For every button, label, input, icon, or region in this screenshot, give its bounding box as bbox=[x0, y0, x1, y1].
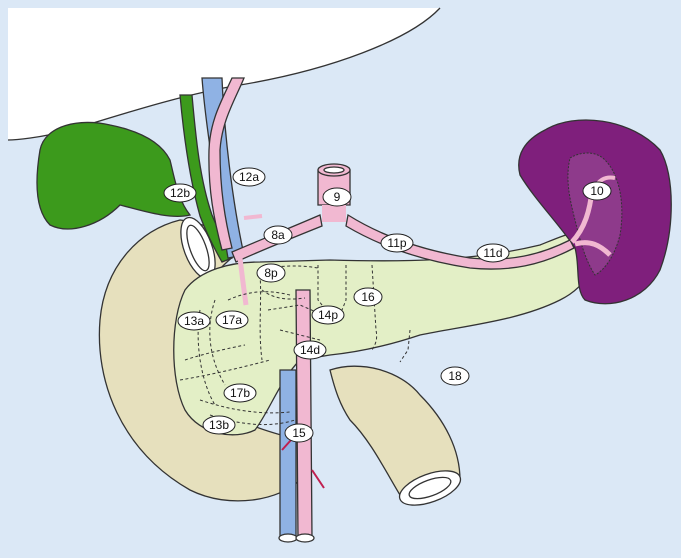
label-17a-text: 17a bbox=[222, 313, 242, 327]
sma-cut-end bbox=[296, 534, 314, 542]
label-11p-text: 11p bbox=[387, 236, 406, 250]
label-13a: 13a bbox=[178, 312, 210, 330]
label-12b: 12b bbox=[164, 184, 196, 202]
label-9-text: 9 bbox=[334, 190, 341, 204]
label-8p-text: 8p bbox=[264, 266, 278, 280]
label-18-text: 18 bbox=[448, 369, 462, 383]
label-9: 9 bbox=[323, 188, 351, 206]
label-16-text: 16 bbox=[361, 290, 375, 304]
label-8a: 8a bbox=[264, 226, 292, 244]
label-14p: 14p bbox=[312, 306, 344, 324]
label-14d: 14d bbox=[294, 341, 326, 359]
label-17a: 17a bbox=[216, 311, 248, 329]
label-15-text: 15 bbox=[292, 426, 306, 440]
label-13b-text: 13b bbox=[209, 418, 229, 432]
label-13b: 13b bbox=[203, 416, 235, 434]
label-8a-text: 8a bbox=[271, 228, 285, 242]
right-gastric-branch bbox=[244, 216, 262, 218]
sma-branch-2 bbox=[312, 470, 324, 488]
label-17b-text: 17b bbox=[230, 386, 250, 400]
label-13a-text: 13a bbox=[184, 314, 204, 328]
label-18: 18 bbox=[441, 367, 469, 385]
label-11d: 11d bbox=[477, 244, 509, 262]
aorta-top-inner bbox=[324, 167, 344, 173]
label-10-text: 10 bbox=[590, 184, 604, 198]
label-12a-text: 12a bbox=[239, 170, 259, 184]
aorta-trunk bbox=[322, 205, 346, 222]
label-8p: 8p bbox=[257, 264, 285, 282]
superior-mesenteric-artery bbox=[296, 290, 312, 538]
gallbladder bbox=[37, 122, 190, 228]
superior-mesenteric-vein bbox=[280, 370, 296, 538]
label-12a: 12a bbox=[233, 168, 265, 186]
label-10: 10 bbox=[583, 182, 611, 200]
label-12b-text: 12b bbox=[170, 186, 190, 200]
smv-cut-end bbox=[279, 534, 297, 542]
label-14d-text: 14d bbox=[300, 343, 320, 357]
label-14p-text: 14p bbox=[318, 308, 338, 322]
label-11p: 11p bbox=[381, 234, 413, 252]
label-16: 16 bbox=[354, 288, 382, 306]
label-17b: 17b bbox=[224, 384, 256, 402]
label-11d-text: 11d bbox=[483, 246, 502, 260]
label-15: 15 bbox=[285, 424, 313, 442]
